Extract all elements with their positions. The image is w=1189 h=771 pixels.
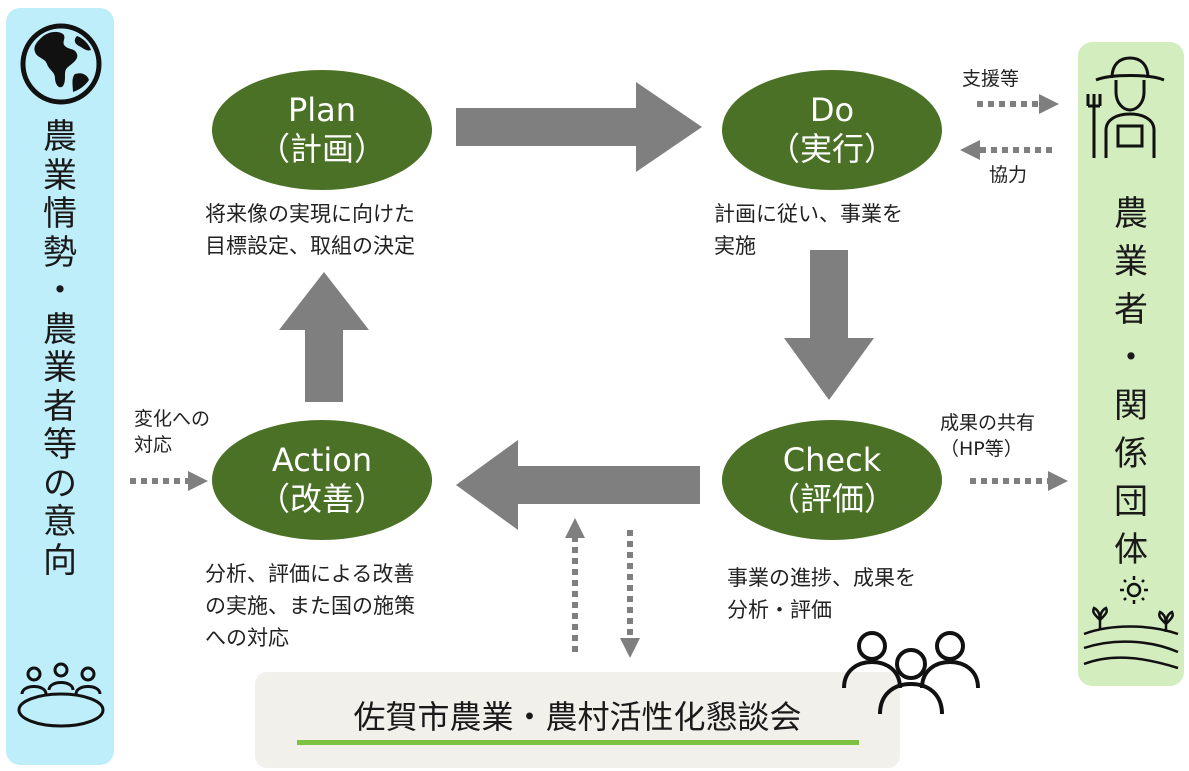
left-char: 勢	[43, 232, 77, 273]
support-note: 支援等	[962, 68, 1020, 90]
left-char: 業	[43, 155, 77, 196]
results-share-line: 成果の共有	[940, 412, 1036, 434]
dotted-arrow-cooperation	[960, 140, 1052, 160]
farmer-icon	[1086, 56, 1165, 158]
council-label: 佐賀市農業・農村活性化懇談会	[353, 698, 802, 736]
change-response-note: 変化への 対応	[134, 406, 210, 458]
field-sun-icon	[1083, 576, 1179, 670]
plan-desc-line: 目標設定、取組の決定	[205, 234, 415, 258]
check-ellipse: Check （評価）	[722, 420, 942, 540]
left-panel	[6, 8, 114, 765]
right-char: 業	[1114, 242, 1148, 282]
right-char: 関	[1114, 386, 1148, 426]
dotted-arrow-share	[970, 471, 1068, 491]
plan-subtitle: （計画）	[257, 130, 386, 168]
action-subtitle: （改善）	[257, 480, 386, 518]
cooperation-note: 協力	[989, 164, 1028, 186]
right-char: 団	[1114, 482, 1148, 522]
action-description: 分析、評価による改善 の実施、また国の施策 への対応	[205, 558, 415, 654]
check-description: 事業の進捗、成果を 分析・評価	[727, 562, 916, 626]
left-char: 等	[43, 425, 77, 465]
results-share-line: （HP等）	[940, 438, 1023, 460]
left-char: ・	[43, 271, 77, 311]
left-panel-label: 農 業 情 勢 ・ 農 業 者 等 の 意 向	[6, 118, 114, 658]
council-box	[255, 672, 900, 768]
dotted-arrow-change	[130, 471, 208, 491]
council-underline	[297, 740, 859, 745]
do-desc-line: 実施	[714, 234, 756, 258]
results-share-note: 成果の共有 （HP等）	[940, 410, 1035, 462]
change-response-line: 対応	[134, 434, 173, 456]
left-char: 農	[43, 309, 77, 350]
left-char: の	[43, 463, 77, 504]
left-char: 農	[43, 117, 77, 157]
plan-title: Plan	[287, 91, 357, 129]
action-ellipse: Action （改善）	[212, 420, 432, 540]
globe-icon	[20, 23, 102, 105]
change-response-line: 変化への	[134, 408, 211, 430]
arrow-action-to-plan	[279, 272, 369, 402]
action-title: Action	[271, 441, 373, 479]
left-char: 者	[43, 386, 77, 427]
plan-ellipse: Plan （計画）	[212, 70, 432, 190]
action-desc-line: の実施、また国の施策	[205, 594, 415, 618]
arrow-plan-to-do	[456, 82, 702, 172]
left-char: 向	[43, 540, 77, 581]
check-desc-line: 事業の進捗、成果を	[727, 566, 916, 590]
left-char: 情	[43, 194, 77, 234]
right-char: 者	[1114, 290, 1148, 330]
left-char: 業	[43, 348, 77, 388]
do-description: 計画に従い、事業を 実施	[714, 198, 903, 262]
do-subtitle: （実行）	[767, 130, 896, 168]
people-group-icon	[842, 631, 980, 715]
dotted-arrow-support	[977, 94, 1059, 114]
check-desc-line: 分析・評価	[727, 598, 832, 622]
check-title: Check	[782, 441, 882, 479]
action-desc-line: 分析、評価による改善	[205, 562, 415, 586]
right-char: 体	[1114, 530, 1148, 570]
left-char: 意	[43, 502, 77, 542]
arrow-do-to-check	[784, 250, 874, 400]
plan-description: 将来像の実現に向けた 目標設定、取組の決定	[205, 198, 415, 262]
right-char: 係	[1114, 434, 1148, 474]
plan-desc-line: 将来像の実現に向けた	[205, 202, 415, 226]
dotted-arrow-up	[565, 518, 585, 652]
right-char: 農	[1114, 194, 1148, 234]
meeting-table-icon	[17, 662, 105, 728]
right-panel-label: 農 業 者 ・ 関 係 団 体	[1078, 190, 1184, 570]
right-panel	[1078, 42, 1184, 686]
right-char: ・	[1114, 338, 1148, 378]
do-title: Do	[809, 91, 855, 129]
action-desc-line: への対応	[205, 626, 289, 650]
do-ellipse: Do （実行）	[722, 70, 942, 190]
arrow-check-to-action	[456, 440, 700, 530]
check-subtitle: （評価）	[767, 480, 896, 518]
do-desc-line: 計画に従い、事業を	[714, 202, 903, 226]
dotted-arrow-down	[620, 530, 640, 658]
